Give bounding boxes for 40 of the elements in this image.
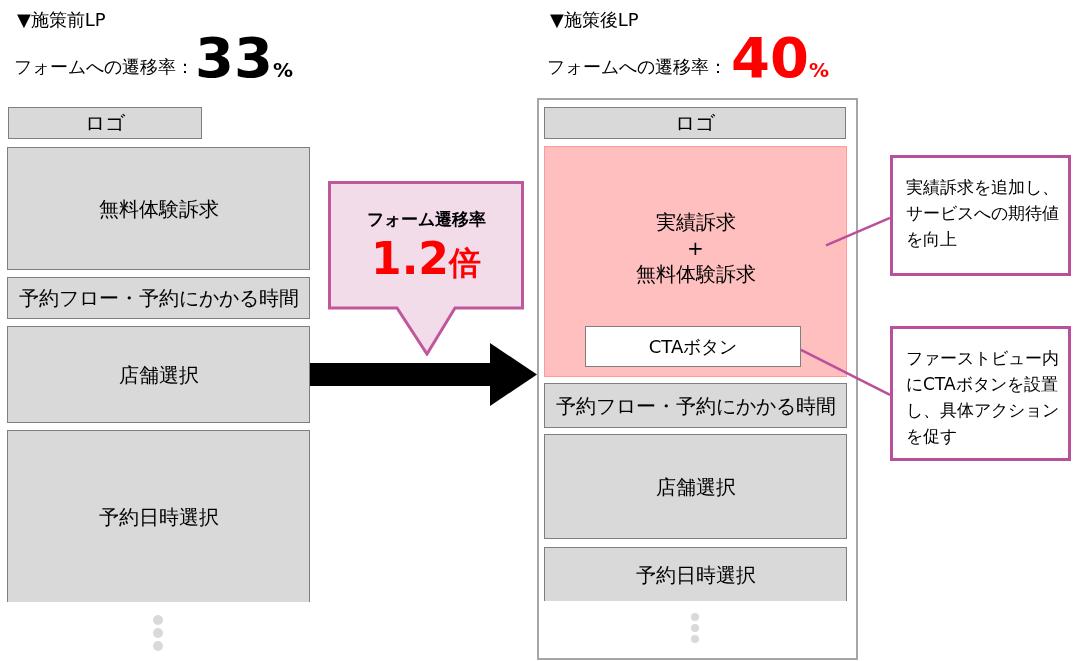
section-label: 無料体験訴求 bbox=[635, 261, 756, 287]
annotation-box bbox=[890, 155, 1071, 276]
rate-caption: フォームへの遷移率： bbox=[547, 55, 727, 79]
section-label: 実績訴求 bbox=[655, 209, 736, 235]
phone-frame bbox=[537, 98, 858, 660]
section-label: 店舗選択 bbox=[655, 473, 736, 500]
wireframe-section bbox=[544, 434, 847, 539]
wireframe-section bbox=[8, 107, 202, 139]
annotation-box bbox=[890, 326, 1071, 461]
annotation-text: 実績訴求を追加し、サービスへの期待値を向上 bbox=[906, 176, 1060, 251]
section-label: ロゴ bbox=[675, 110, 715, 136]
section-label: 予約日時選択 bbox=[635, 561, 756, 588]
highlighted-section bbox=[544, 146, 847, 377]
section-label: ロゴ bbox=[85, 110, 125, 136]
section-label: 無料体験訴求 bbox=[98, 195, 219, 222]
callout-bubble bbox=[328, 181, 524, 356]
callout-heading: フォーム遷移率 bbox=[366, 208, 486, 231]
rate-value: 40% bbox=[731, 30, 829, 86]
column-heading: ▼施策後LP bbox=[550, 8, 639, 32]
section-label: + bbox=[687, 235, 704, 261]
block-arrow bbox=[310, 343, 537, 406]
column-heading: ▼施策前LP bbox=[17, 8, 106, 32]
wireframe-section bbox=[544, 383, 847, 428]
section-label: 予約フロー・予約にかかる時間 bbox=[18, 285, 299, 311]
rate-value: 33% bbox=[195, 30, 293, 86]
leader-line bbox=[825, 216, 891, 247]
callout-value: 1.2倍 bbox=[371, 236, 481, 281]
wireframe-section bbox=[544, 107, 846, 139]
section-label: 店舗選択 bbox=[118, 361, 199, 388]
wireframe-section bbox=[7, 147, 310, 270]
wireframe-section bbox=[7, 430, 310, 602]
rate-caption: フォームへの遷移率： bbox=[14, 55, 194, 79]
cta-button: CTAボタン bbox=[585, 326, 801, 367]
wireframe-section bbox=[7, 326, 310, 423]
section-label: 予約日時選択 bbox=[98, 503, 219, 530]
wireframe-section bbox=[7, 277, 310, 319]
wireframe-section bbox=[544, 547, 847, 601]
annotation-text: ファーストビュー内にCTAボタンを設置し、具体アクションを促す bbox=[906, 347, 1060, 448]
leader-line bbox=[800, 348, 891, 396]
section-label: 予約フロー・予約にかかる時間 bbox=[555, 392, 836, 419]
